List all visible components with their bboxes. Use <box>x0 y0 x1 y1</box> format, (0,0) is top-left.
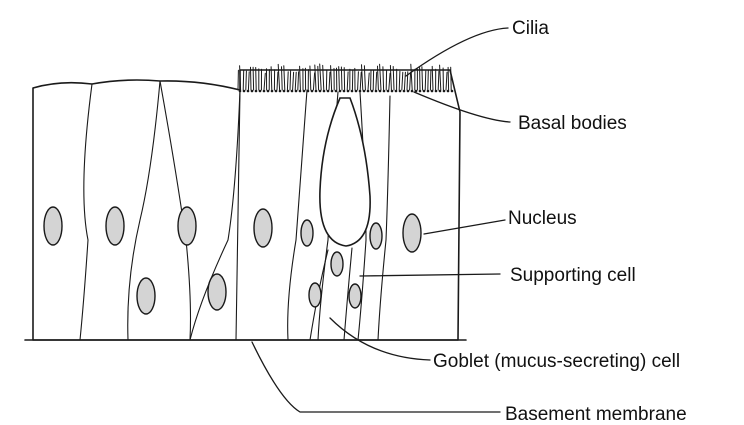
basal-bodies-leader <box>414 92 510 122</box>
supporting-cell-label: Supporting cell <box>510 265 636 286</box>
cilia <box>238 64 451 90</box>
goblet-cell <box>320 98 370 246</box>
goblet-cell-label: Goblet (mucus-secreting) cell <box>433 351 680 372</box>
tissue-outline <box>33 70 460 340</box>
basal-bodies-label: Basal bodies <box>518 113 627 134</box>
cilia-leader <box>406 28 508 76</box>
basement-membrane-label: Basement membrane <box>505 404 687 425</box>
basal-bodies <box>239 90 454 93</box>
supporting-cell-leader <box>360 274 500 276</box>
nucleus-label: Nucleus <box>508 208 577 229</box>
cilia-label: Cilia <box>512 18 549 39</box>
nucleus-leader <box>424 220 505 234</box>
